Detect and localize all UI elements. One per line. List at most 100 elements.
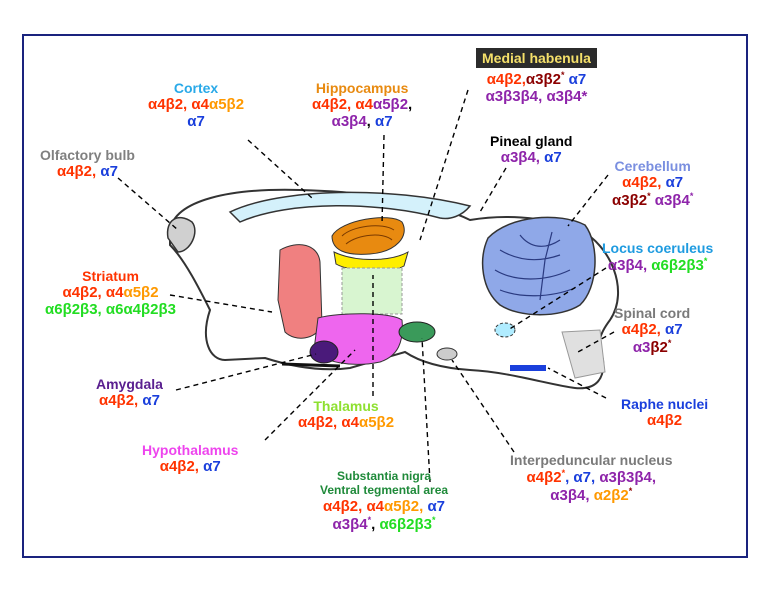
cortex-line1a: α4β2, — [148, 96, 192, 114]
spinal-line1b: α7 — [665, 321, 683, 339]
habenula-star: * — [560, 70, 565, 81]
cerebellum-star2: * — [689, 191, 694, 202]
hippocampus-line1c: α5β2 — [372, 96, 409, 114]
cerebellum-line2a: α3β2 — [612, 192, 648, 210]
snvta-star1: * — [367, 514, 372, 525]
thalamus-line1b: α4 — [341, 414, 359, 432]
ipn-line2b: α2β2 — [593, 487, 629, 505]
cerebellum-title: Cerebellum — [614, 158, 691, 174]
spinal-title: Spinal cord — [614, 305, 691, 321]
locus-star: * — [703, 256, 708, 267]
habenula-line2: α3β3β4, α3β4* — [485, 88, 588, 106]
ipn-shape — [436, 347, 458, 361]
hippocampus-line1d: , — [408, 96, 413, 114]
spinal-cord-shape — [561, 329, 606, 379]
leader-ipn — [451, 359, 515, 453]
pineal-line1a: α3β4, — [500, 149, 545, 167]
hypothalamus-title: Hypothalamus — [142, 442, 239, 458]
label-snvta: Substantia nigra Ventral tegmental area … — [320, 469, 448, 533]
amygdala-line1a: α4β2, — [98, 392, 143, 410]
striatum-line1c: α5β2 — [123, 284, 159, 302]
leader-cerebellum — [567, 174, 609, 227]
striatum-shape — [277, 244, 323, 339]
leader-raphe — [547, 367, 607, 399]
label-hippocampus: Hippocampus α4β2, α4α5β2, α3β4, α7 — [312, 80, 412, 131]
ipn-line1a: α4β2 — [526, 469, 562, 487]
thalamus-line1c: α5β2 — [358, 414, 395, 432]
snvta-title1: Substantia nigra — [337, 469, 432, 483]
thalamus-line1a: α4β2, — [298, 414, 342, 432]
thalamus-shape — [341, 267, 403, 315]
cerebellum-folia — [494, 231, 576, 301]
label-striatum: Striatum α4β2, α4α5β2 α6β2β3, α6α4β2β3 — [45, 268, 176, 319]
label-amygdala: Amygdala α4β2, α7 — [96, 376, 163, 409]
striatum-title: Striatum — [82, 268, 139, 284]
olfactory-line1a: α4β2, — [56, 163, 101, 181]
snvta-line2c: α6β2β3 — [379, 515, 433, 533]
figure-frame — [22, 34, 748, 558]
locus-coeruleus-shape — [494, 322, 516, 338]
leader-amygdala — [175, 353, 317, 391]
leader-spinal — [577, 331, 615, 353]
cortex-line1b: α4 — [191, 96, 209, 114]
leader-snvta — [421, 337, 431, 483]
leader-lines — [117, 89, 615, 483]
spinal-line2a: α3 — [632, 339, 651, 357]
snvta-line2a: α3β4 — [332, 515, 368, 533]
hippocampus-line2b: , — [366, 113, 376, 131]
leader-olfactory — [117, 177, 179, 231]
snvta-line1b: α4 — [366, 497, 385, 515]
hippocampus-line2a: α3β4 — [331, 113, 367, 131]
ventral-line — [281, 362, 341, 368]
snvta-line1d: α7 — [427, 497, 446, 515]
ipn-line1c: α3β3β4, — [599, 469, 657, 487]
label-cerebellum: Cerebellum α4β2, α7 α3β2* α3β4* — [612, 158, 693, 210]
snvta-line1c: α5β2, — [384, 497, 428, 515]
pineal-title: Pineal gland — [490, 133, 573, 149]
ipn-line1b: , α7, — [565, 469, 600, 487]
hippocampus-line1b: α4 — [355, 96, 373, 114]
spinal-line2b: β2 — [650, 339, 668, 357]
snvta-star2: * — [432, 514, 436, 525]
snvta-shape — [398, 321, 436, 343]
habenula-line1c: α7 — [564, 71, 587, 89]
raphe-line1: α4β2 — [647, 412, 683, 430]
raphe-nuclei-shape — [510, 365, 546, 371]
habenula-line1a: α4β2, — [486, 71, 526, 89]
pineal-line1b: α7 — [544, 149, 562, 167]
label-olfactory: Olfactory bulb α4β2, α7 — [40, 147, 135, 180]
striatum-line2: α6β2β3, α6α4β2β3 — [45, 301, 177, 319]
ipn-title: Interpeduncular nucleus — [510, 452, 673, 468]
ipn-star1: * — [561, 468, 566, 479]
hippocampus-detail — [341, 225, 395, 245]
habenula-line1b: α3β2 — [525, 71, 561, 89]
spinal-line1a: α4β2, — [621, 321, 666, 339]
leader-hippocampus — [381, 134, 385, 226]
leader-hypothalamus — [264, 349, 356, 441]
cortex-line2: α7 — [187, 113, 205, 131]
striatum-line1b: α4 — [105, 284, 124, 302]
thalamus-title: Thalamus — [313, 398, 379, 414]
raphe-title: Raphe nuclei — [621, 396, 709, 412]
leader-pineal — [479, 167, 507, 213]
label-raphe: Raphe nuclei α4β2 — [621, 396, 708, 429]
locus-line1a: α3β4, — [607, 257, 652, 275]
cerebellum-line1a: α4β2, — [622, 174, 666, 192]
amygdala-line1b: α7 — [142, 392, 160, 410]
locus-line1b: α6β2β3 — [651, 257, 704, 275]
cortex-shape — [228, 191, 472, 223]
label-locus: Locus coeruleus α3β4, α6β2β3* — [602, 240, 713, 274]
habenula-title: Medial habenula — [476, 48, 597, 69]
label-habenula: Medial habenula α4β2,α3β2* α7 α3β3β4, α3… — [476, 48, 597, 106]
cerebellum-line2b: α3β4 — [650, 192, 690, 210]
snvta-line1a: α4β2, — [323, 497, 367, 515]
hypothalamus-line1b: α7 — [203, 458, 221, 476]
cortex-line1c: α5β2 — [208, 96, 245, 114]
label-pineal: Pineal gland α3β4, α7 — [490, 133, 572, 166]
label-hypothalamus: Hypothalamus α4β2, α7 — [142, 442, 238, 475]
striatum-line1a: α4β2, — [62, 284, 106, 302]
hippocampus-title: Hippocampus — [315, 80, 409, 96]
hypothalamus-line1a: α4β2, — [159, 458, 204, 476]
olfactory-line1b: α7 — [100, 163, 118, 181]
